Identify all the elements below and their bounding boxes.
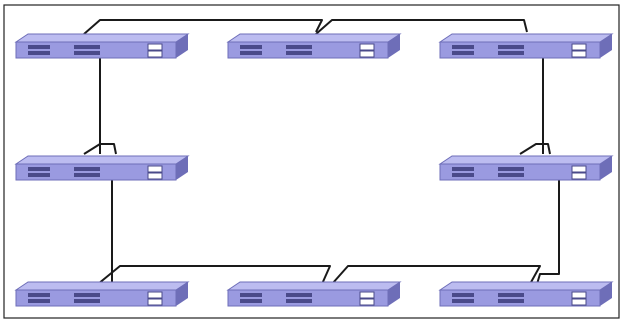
switch-middle-left xyxy=(15,155,189,181)
cable-stub-mid-left xyxy=(83,143,117,155)
switch-middle-right xyxy=(439,155,613,181)
cable-link-top-center-to-top-right xyxy=(315,19,528,35)
cable-link-bottom-right-to-bottom-center xyxy=(331,265,541,285)
cable-link-mid-right-to-bottom-right xyxy=(536,174,560,285)
switch-bottom-left xyxy=(15,281,189,307)
switch-top-left xyxy=(15,33,189,59)
cable-stub-mid-right xyxy=(519,143,551,155)
cable-link-bottom-center-to-bottom-left xyxy=(97,265,331,285)
diagram-frame xyxy=(3,4,620,319)
switch-bottom-center xyxy=(227,281,401,307)
cable-link-top-left-to-top-center xyxy=(83,19,323,35)
switch-top-center xyxy=(227,33,401,59)
switch-bottom-right xyxy=(439,281,613,307)
switch-top-right xyxy=(439,33,613,59)
